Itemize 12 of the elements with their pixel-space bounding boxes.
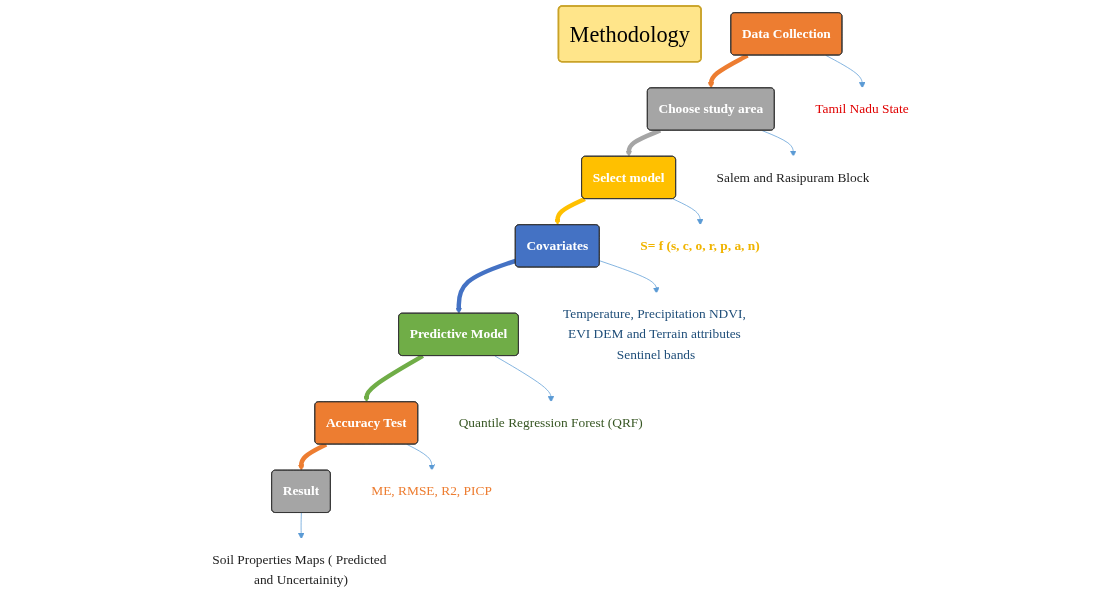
arrow	[297, 442, 328, 471]
arrow	[455, 258, 517, 314]
node-text: Quantile Regression Forest (QRF)	[458, 415, 643, 430]
arrow	[363, 354, 424, 403]
arrow	[554, 196, 586, 226]
arrow	[625, 128, 662, 157]
node-text: Soil Properties Maps ( Predicted and Uncertainity)	[212, 551, 387, 587]
node-text: Tamil Nadu State	[815, 101, 909, 117]
node-text: Salem and Rasipuram Block	[716, 169, 870, 185]
node-text: Temperature, Precipitation NDVI, EVI DEM and Terrain attributes Sentinel bands	[563, 306, 746, 362]
node-text: ME, RMSE, R2, PICP	[371, 483, 492, 499]
node-text: S= f (s, c, o, r, p, a, n)	[640, 238, 760, 253]
